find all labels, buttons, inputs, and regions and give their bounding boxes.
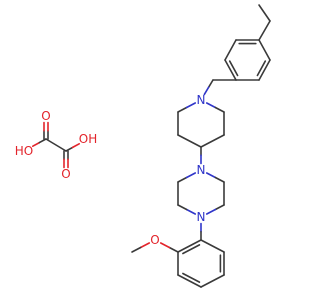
atom-label-o-methoxy: O: [150, 233, 159, 247]
double-bond: [224, 59, 239, 81]
atom-label-o-keto-2: O: [61, 167, 70, 181]
atom-label-o-oh-left: HO: [15, 144, 33, 158]
molecule-diagram: N N N O HO O O OH: [15, 4, 271, 288]
atom-label-n-piperazine-bottom: N: [197, 210, 206, 224]
single-bond: [203, 79, 214, 96]
single-bond: [65, 142, 81, 152]
atom-label-n-piperazine-top: N: [197, 163, 206, 177]
double-bond: [63, 150, 69, 169]
atom-label-o-oh-right: OH: [79, 132, 97, 146]
bond-layer: [31, 4, 271, 288]
double-bond: [235, 39, 260, 45]
single-bond: [200, 134, 225, 148]
single-bond: [131, 242, 151, 253]
single-bond: [200, 239, 225, 253]
single-bond: [205, 172, 225, 183]
single-bond: [177, 204, 197, 215]
single-bond: [224, 39, 237, 61]
double-bond: [43, 121, 49, 140]
atom-label-n-piperidine: N: [197, 93, 206, 107]
single-bond: [159, 242, 179, 253]
single-bond: [205, 204, 225, 215]
double-bond: [219, 251, 225, 276]
single-bond: [45, 138, 67, 152]
double-bond: [256, 59, 271, 81]
single-bond: [177, 134, 202, 148]
single-bond: [205, 102, 225, 113]
single-bond: [258, 39, 271, 61]
atom-label-o-keto-1: O: [41, 109, 50, 123]
double-bond: [177, 239, 202, 255]
single-bond: [31, 138, 47, 148]
single-bond: [258, 4, 271, 22]
double-bond: [177, 272, 202, 288]
single-bond: [258, 20, 271, 41]
single-bond: [177, 102, 197, 113]
single-bond: [200, 274, 225, 288]
atom-label-layer: N N N O HO O O OH: [15, 93, 206, 247]
single-bond: [177, 172, 197, 183]
